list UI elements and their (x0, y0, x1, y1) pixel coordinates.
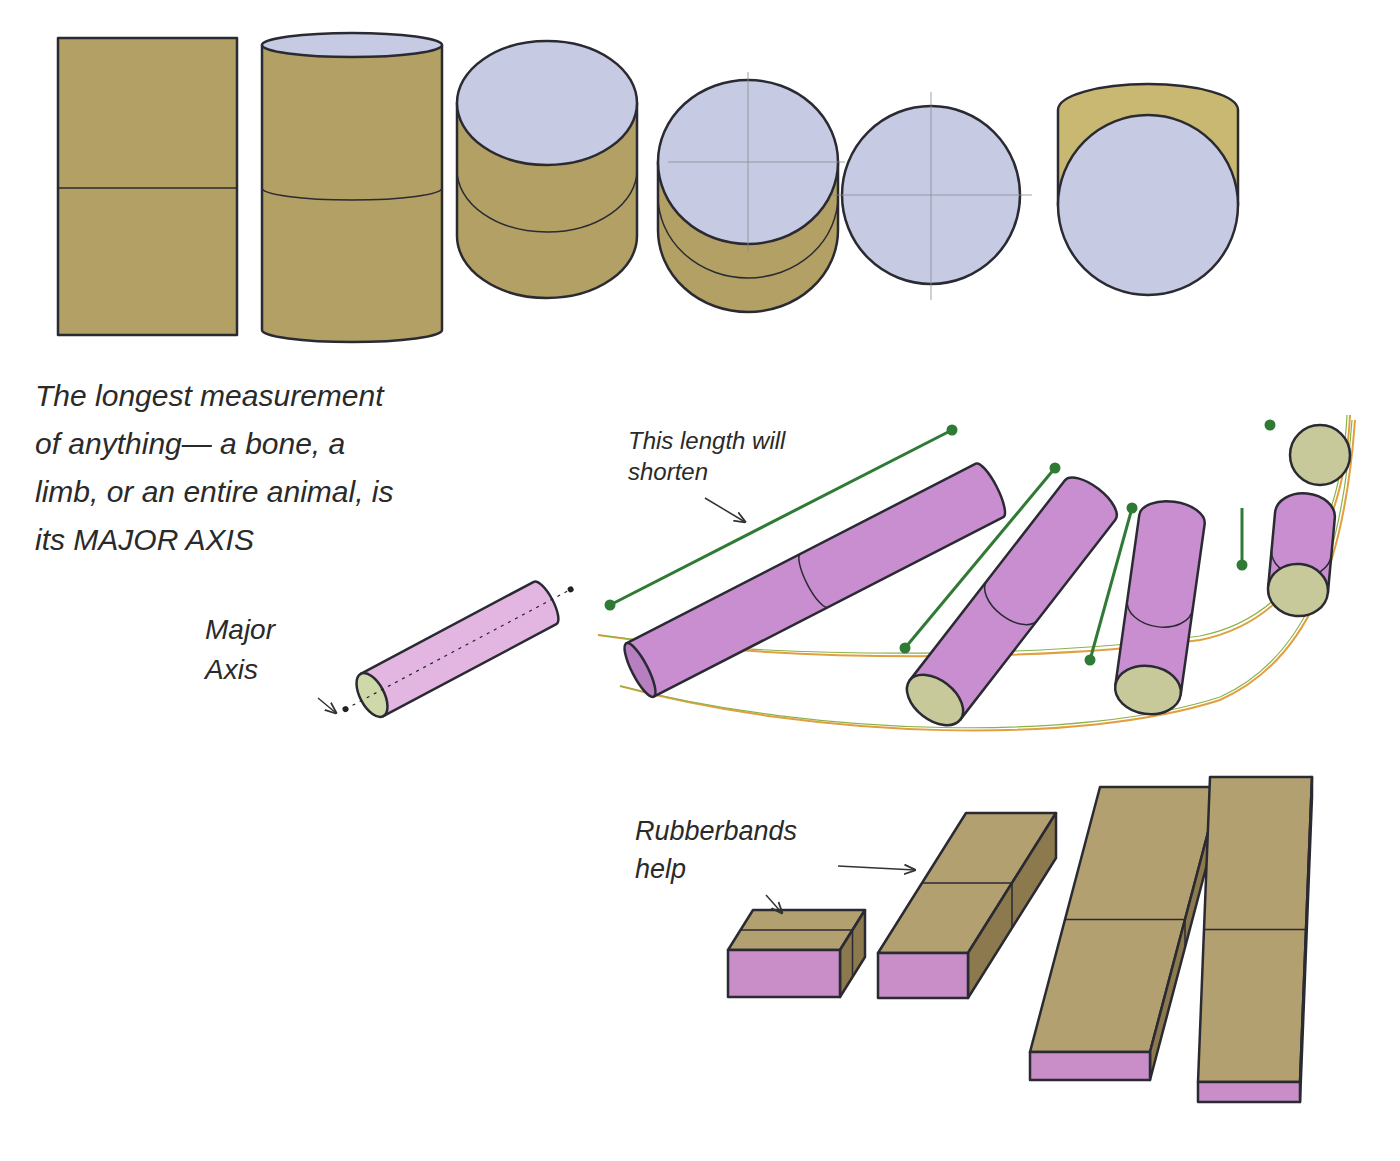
square-view (58, 38, 237, 335)
handwritten-note: The longest measurement of anything— a b… (35, 372, 415, 564)
cylinder-3 (457, 41, 637, 298)
circle-end-view (832, 92, 1032, 300)
end-view-circle (1290, 425, 1350, 485)
cylinder-4 (658, 72, 845, 312)
cylinder-6 (1058, 84, 1238, 295)
cylinder-2 (262, 33, 442, 342)
purple-cylinder (897, 469, 1123, 735)
box-3 (1030, 787, 1220, 1080)
handwritten-note: Rubberbands help (635, 812, 830, 888)
handwritten-note: This length will shorten (628, 425, 803, 487)
box-2 (878, 813, 1056, 998)
band-line (58, 187, 237, 189)
box-4 (1198, 777, 1312, 1102)
major-axis-cylinder (332, 567, 585, 732)
purple-cylinder (1266, 491, 1337, 619)
box-1 (728, 910, 865, 997)
length-measures (606, 421, 1274, 664)
handwritten-note: Major Axis (205, 610, 315, 690)
leader-arrows (318, 498, 915, 913)
